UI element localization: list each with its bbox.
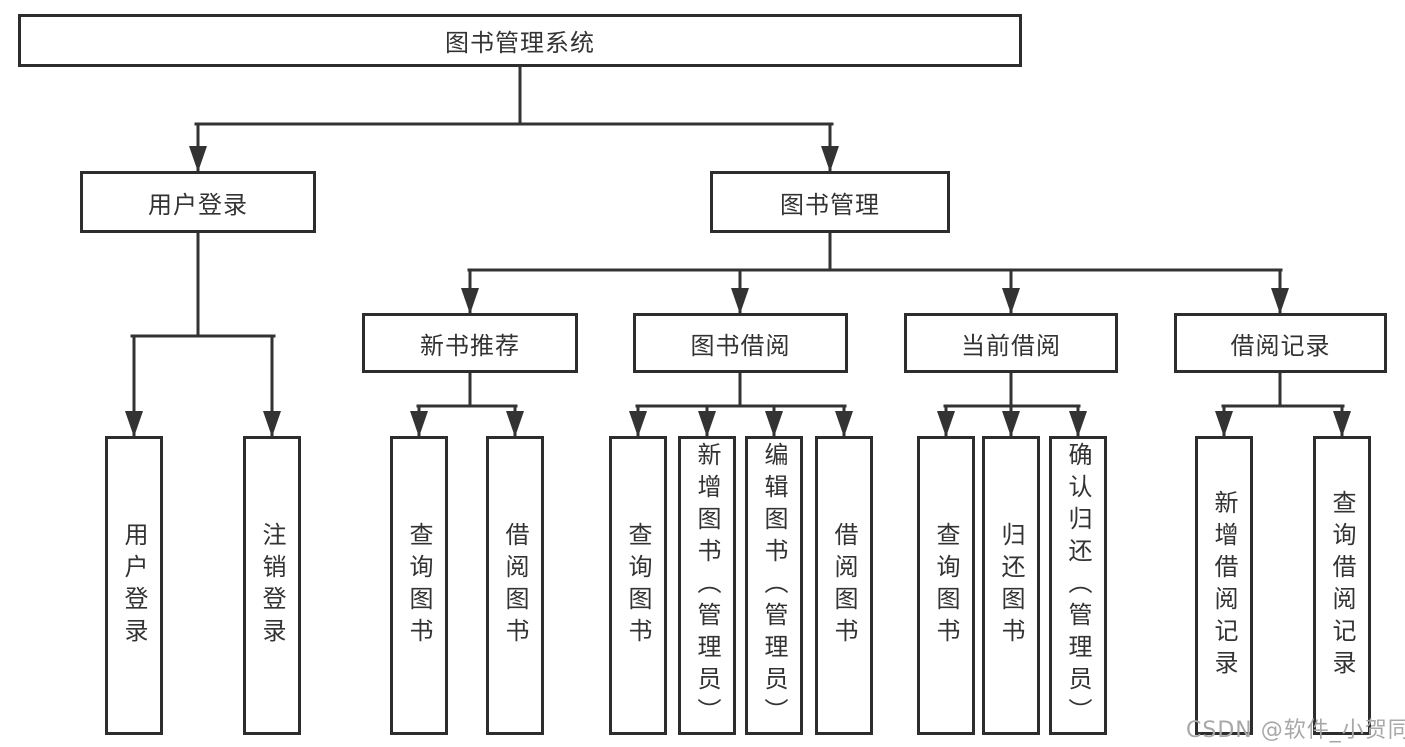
node-book-borrow-label: 图书借阅	[690, 331, 791, 360]
leaf-records-add-record-label: 新增借阅记录	[1210, 489, 1238, 682]
node-current-borrow: 当前借阅	[904, 313, 1118, 373]
leaf-borrow-add-book-label: 新增图书（管理员）	[693, 441, 721, 730]
leaf-current-return-book-label: 归还图书	[997, 521, 1025, 650]
node-root: 图书管理系统	[18, 14, 1022, 67]
leaf-newbooks-borrow-book: 借阅图书	[486, 436, 544, 735]
node-user-login: 用户登录	[80, 171, 316, 233]
leaf-borrow-query-book-label: 查询图书	[624, 521, 652, 650]
leaf-current-query-book: 查询图书	[917, 436, 975, 735]
leaf-current-return-book: 归还图书	[982, 436, 1040, 735]
node-borrow-records-label: 借阅记录	[1230, 331, 1331, 360]
leaf-borrow-borrow-book: 借阅图书	[815, 436, 873, 735]
watermark: CSDN @软件_小贺同学	[1186, 718, 1405, 743]
node-borrow-records: 借阅记录	[1174, 313, 1387, 373]
node-book-management: 图书管理	[710, 171, 950, 233]
node-new-book-recommend-label: 新书推荐	[420, 331, 520, 360]
leaf-logout: 注销登录	[243, 436, 301, 735]
leaf-current-confirm-return-label: 确认归还（管理员）	[1064, 441, 1092, 730]
leaf-current-confirm-return: 确认归还（管理员）	[1049, 436, 1107, 735]
leaf-user-login: 用户登录	[105, 436, 163, 735]
leaf-borrow-edit-book-label: 编辑图书（管理员）	[760, 441, 788, 730]
leaf-borrow-borrow-book-label: 借阅图书	[830, 521, 858, 650]
leaf-records-query-record-label: 查询借阅记录	[1328, 489, 1356, 682]
leaf-borrow-edit-book: 编辑图书（管理员）	[745, 436, 803, 735]
leaf-records-query-record: 查询借阅记录	[1313, 436, 1371, 735]
leaf-user-login-label: 用户登录	[120, 521, 148, 650]
leaf-current-query-book-label: 查询图书	[932, 521, 960, 650]
node-user-login-label: 用户登录	[148, 190, 248, 219]
node-book-borrow: 图书借阅	[633, 313, 848, 373]
leaf-newbooks-query-book: 查询图书	[390, 436, 448, 735]
leaf-records-add-record: 新增借阅记录	[1195, 436, 1253, 735]
node-root-label: 图书管理系统	[445, 29, 595, 57]
node-new-book-recommend: 新书推荐	[362, 313, 578, 373]
node-current-borrow-label: 当前借阅	[961, 331, 1061, 360]
leaf-borrow-query-book: 查询图书	[609, 436, 667, 735]
node-book-management-label: 图书管理	[780, 190, 880, 219]
leaf-newbooks-query-book-label: 查询图书	[405, 521, 433, 650]
leaf-logout-label: 注销登录	[258, 521, 286, 650]
leaf-newbooks-borrow-book-label: 借阅图书	[501, 521, 529, 650]
leaf-borrow-add-book: 新增图书（管理员）	[678, 436, 736, 735]
